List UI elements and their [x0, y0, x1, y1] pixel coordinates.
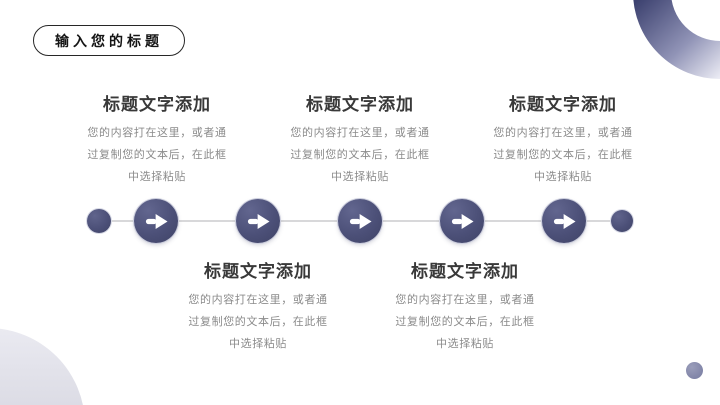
- timeline-node-2: [236, 199, 280, 243]
- step-title: 标题文字添加: [204, 262, 312, 281]
- title-badge-label: 输入您的标题: [55, 32, 163, 49]
- step-body-line: 您的内容打在这里，或者通: [395, 294, 535, 306]
- step-body-line: 过复制您的文本后，在此框: [395, 316, 535, 328]
- step-body-line: 过复制您的文本后，在此框: [493, 149, 633, 161]
- step-title: 标题文字添加: [509, 95, 617, 114]
- step-title: 标题文字添加: [103, 95, 211, 114]
- step-title: 标题文字添加: [411, 262, 519, 281]
- corner-circle-decoration: [0, 328, 85, 405]
- timeline-node-3: [338, 199, 382, 243]
- title-badge: 输入您的标题: [33, 25, 185, 56]
- step-block-1: 标题文字添加 您的内容打在这里，或者通 过复制您的文本后，在此框 中选择粘贴: [67, 94, 247, 188]
- timeline-node-1: [134, 199, 178, 243]
- step-body-line: 中选择粘贴: [331, 171, 389, 183]
- right-arrow-icon: [145, 213, 168, 229]
- step-body-line: 中选择粘贴: [229, 338, 287, 350]
- step-body-line: 中选择粘贴: [534, 171, 592, 183]
- timeline-end-dot: [611, 210, 633, 232]
- timeline-start-dot: [87, 209, 111, 233]
- step-body-line: 中选择粘贴: [436, 338, 494, 350]
- dot-decoration: [686, 362, 703, 379]
- step-title: 标题文字添加: [306, 95, 414, 114]
- step-body-line: 您的内容打在这里，或者通: [87, 127, 227, 139]
- right-arrow-icon: [451, 213, 474, 229]
- right-arrow-icon: [349, 213, 372, 229]
- step-block-5: 标题文字添加 您的内容打在这里，或者通 过复制您的文本后，在此框 中选择粘贴: [473, 94, 653, 188]
- step-body-line: 过复制您的文本后，在此框: [188, 316, 328, 328]
- right-arrow-icon: [553, 213, 576, 229]
- timeline-node-5: [542, 199, 586, 243]
- step-body-line: 您的内容打在这里，或者通: [493, 127, 633, 139]
- step-body-line: 过复制您的文本后，在此框: [290, 149, 430, 161]
- right-arrow-icon: [247, 213, 270, 229]
- step-block-2: 标题文字添加 您的内容打在这里，或者通 过复制您的文本后，在此框 中选择粘贴: [168, 261, 348, 355]
- step-body-line: 您的内容打在这里，或者通: [290, 127, 430, 139]
- step-body-line: 过复制您的文本后，在此框: [87, 149, 227, 161]
- step-body-line: 您的内容打在这里，或者通: [188, 294, 328, 306]
- step-block-3: 标题文字添加 您的内容打在这里，或者通 过复制您的文本后，在此框 中选择粘贴: [270, 94, 450, 188]
- step-body-line: 中选择粘贴: [128, 171, 186, 183]
- timeline-node-4: [440, 199, 484, 243]
- step-block-4: 标题文字添加 您的内容打在这里，或者通 过复制您的文本后，在此框 中选择粘贴: [375, 261, 555, 355]
